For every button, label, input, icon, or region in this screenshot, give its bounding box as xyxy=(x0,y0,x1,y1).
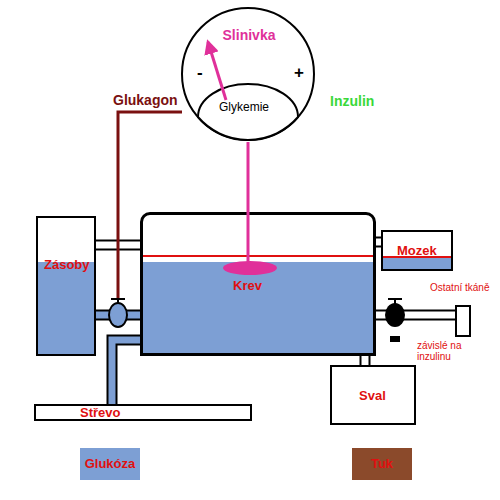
float-rod xyxy=(247,212,250,264)
node-label: - xyxy=(197,64,203,83)
node-label: Střevo xyxy=(80,406,120,420)
node-label: závislé na inzulinu xyxy=(417,340,463,362)
node-label: Mozek xyxy=(397,244,437,258)
valve-base xyxy=(390,336,400,342)
legend-text: Glukóza xyxy=(80,457,140,471)
node-label: Sval xyxy=(359,389,386,403)
connector-outline xyxy=(96,310,140,321)
valve-handle xyxy=(388,298,402,300)
legend-swatch: Tuk xyxy=(352,448,412,480)
connector-fill xyxy=(362,356,369,365)
connector-fill xyxy=(112,340,140,404)
legend-swatch: Glukóza xyxy=(80,448,140,480)
connector-outline xyxy=(376,310,455,321)
legend-text: Tuk xyxy=(352,457,412,471)
pipe xyxy=(376,315,455,316)
connector-outline xyxy=(376,237,381,248)
valve-stem xyxy=(394,299,396,304)
connector-fill xyxy=(96,242,140,249)
connector-outline xyxy=(247,142,250,212)
valve-handle xyxy=(111,298,125,300)
node-label: + xyxy=(294,64,304,83)
brain-tank: Mozek xyxy=(381,230,453,271)
sensor-line xyxy=(248,142,249,212)
tissue-box: Ostatní tkánězávislé na inzulinu xyxy=(455,305,471,337)
pipe xyxy=(96,245,140,246)
blood-level-line xyxy=(143,255,373,257)
pipe xyxy=(376,242,381,243)
gauge-circle: Slinivka - + Glykemie xyxy=(180,6,316,142)
storage-tank: Zásoby xyxy=(36,216,96,356)
blood-water xyxy=(143,262,373,354)
hormone-label: Glukagon xyxy=(113,93,178,108)
node-label: Zásoby xyxy=(44,258,90,272)
node-label: Glykemie xyxy=(194,101,294,114)
blood-tank: Krev xyxy=(140,212,376,356)
float xyxy=(223,261,277,275)
gauge-outline xyxy=(182,8,314,140)
connector-fill xyxy=(376,312,455,319)
hormone-label: Inzulin xyxy=(330,94,374,109)
brain-water xyxy=(383,258,451,269)
glucagon-valve xyxy=(109,303,127,327)
muscle-tank: Sval xyxy=(330,365,416,425)
dial-outline xyxy=(198,84,298,140)
node-label: Ostatní tkáně xyxy=(430,282,489,293)
valve-stem xyxy=(117,299,119,304)
node-outline xyxy=(180,6,316,142)
connector-outline xyxy=(112,340,140,404)
node-label: Slinivka xyxy=(214,28,284,43)
connector-outline xyxy=(96,240,140,251)
gauge-dial: Glykemie xyxy=(194,80,302,140)
gut-pipe: Střevo xyxy=(34,404,252,421)
brain-level-line xyxy=(383,256,451,258)
pipe xyxy=(365,356,366,365)
pipe xyxy=(112,340,140,404)
gauge-needle xyxy=(208,42,226,100)
connector-fill xyxy=(376,239,381,246)
connector-fill xyxy=(96,312,140,319)
insulin-valve xyxy=(385,303,405,327)
connector-outline xyxy=(360,356,371,365)
glucagon-wire xyxy=(118,112,182,299)
node-outline xyxy=(194,80,302,140)
storage-water xyxy=(38,262,94,354)
pipe xyxy=(96,315,140,316)
node-label: Krev xyxy=(233,279,262,293)
